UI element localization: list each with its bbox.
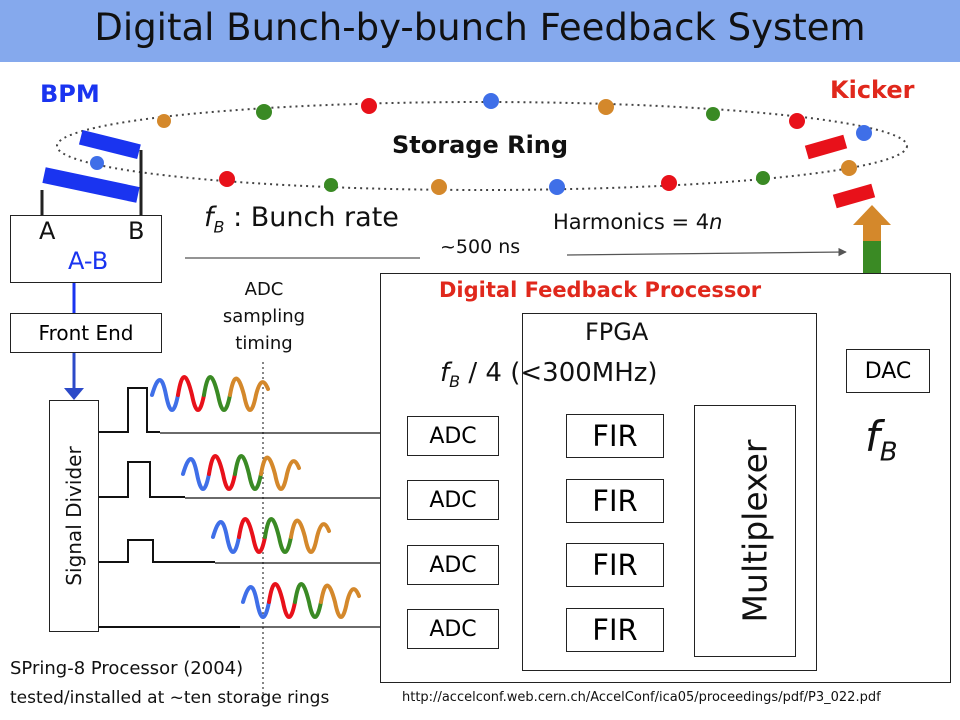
fir-label: FIR <box>592 419 638 453</box>
bunch-dot <box>90 156 104 170</box>
fir-label: FIR <box>592 484 638 518</box>
harmonics-var: n <box>709 210 723 234</box>
bunch-dots <box>90 93 872 195</box>
footer-line-2: tested/installed at ~ten storage rings <box>10 688 330 708</box>
adc-timing-line-1: ADC <box>244 279 284 300</box>
bpm-electrodes <box>40 129 143 216</box>
fb-symbol: f <box>204 202 214 233</box>
fir-box-2: FIR <box>566 479 664 523</box>
bunch-waves <box>150 375 361 619</box>
adc-label: ADC <box>429 487 477 513</box>
channel-pulses <box>98 387 405 632</box>
a-minus-b-label: A-B <box>68 247 109 275</box>
fir-label: FIR <box>592 613 638 647</box>
kicker-electrodes <box>804 134 876 209</box>
adc-timing-line-3: timing <box>235 333 293 354</box>
fpga-fb-subscript: B <box>449 372 461 392</box>
harmonics-text: Harmonics = 4 <box>553 210 710 234</box>
bunch-dot <box>219 171 235 187</box>
fpga-label: FPGA <box>585 318 649 346</box>
bunch-dot <box>841 160 857 176</box>
bunch-dot <box>549 179 565 195</box>
multiplexer-label: Multiplexer <box>735 439 775 623</box>
adc-timing-line-2: sampling <box>222 306 306 327</box>
bunch-dot <box>431 179 447 195</box>
bpm-b-label: B <box>128 217 145 245</box>
fpga-rate-text: / 4 (<300MHz) <box>460 358 658 388</box>
fb-output-subscript: B <box>879 437 898 468</box>
signal-divider-box: Signal Divider <box>49 400 99 632</box>
dac-label: DAC <box>864 358 912 384</box>
front-end-box: Front End <box>10 313 162 353</box>
adc-label: ADC <box>429 423 477 449</box>
bunch-dot <box>157 114 171 128</box>
adc-box-4: ADC <box>407 609 499 649</box>
page-title: Digital Bunch-by-bunch Feedback System <box>94 6 866 49</box>
front-end-label: Front End <box>38 321 134 345</box>
bunch-dot <box>856 125 872 141</box>
adc-box-2: ADC <box>407 480 499 520</box>
bunch-dot <box>661 175 677 191</box>
adc-box-3: ADC <box>407 545 499 585</box>
bunch-dot <box>706 107 720 121</box>
dac-box: DAC <box>846 349 930 393</box>
bunch-rate-label: fB : Bunch rate <box>204 202 399 236</box>
storage-ring-label: Storage Ring <box>392 131 569 159</box>
bpm-label: BPM <box>40 80 100 108</box>
title-bar: Digital Bunch-by-bunch Feedback System <box>0 0 960 62</box>
bpm-a-label: A <box>39 217 56 245</box>
bunch-dot <box>598 99 614 115</box>
fir-box-4: FIR <box>566 608 664 652</box>
delay-arrow <box>566 247 847 257</box>
adc-timing-label: ADC sampling timing <box>218 276 310 357</box>
adc-box-1: ADC <box>407 416 499 456</box>
bunch-dot <box>256 104 272 120</box>
dfp-label: Digital Feedback Processor <box>439 278 762 302</box>
adc-label: ADC <box>429 552 477 578</box>
bunch-dot <box>324 178 338 192</box>
multiplexer-box: Multiplexer <box>694 405 796 657</box>
bunch-dot <box>789 113 805 129</box>
storage-ring-orbit <box>56 101 908 191</box>
fir-box-3: FIR <box>566 543 664 587</box>
delay-label: ~500 ns <box>440 236 521 258</box>
fb-output-label: fB <box>865 412 898 467</box>
fpga-rate-label: fB / 4 (<300MHz) <box>440 358 658 391</box>
bpm-box: A B A-B <box>10 215 162 283</box>
source-url[interactable]: http://accelconf.web.cern.ch/AccelConf/i… <box>402 690 881 705</box>
footer-line-1: SPring-8 Processor (2004) <box>10 658 244 679</box>
adc-label: ADC <box>429 616 477 642</box>
fir-box-1: FIR <box>566 414 664 458</box>
bunch-dot <box>361 98 377 114</box>
fb-output-symbol: f <box>865 412 880 461</box>
fir-label: FIR <box>592 548 638 582</box>
bunch-rate-text: : Bunch rate <box>224 202 399 233</box>
bunch-dot <box>756 171 770 185</box>
fb-subscript: B <box>213 217 225 237</box>
fpga-fb-symbol: f <box>440 358 450 388</box>
kicker-label: Kicker <box>830 76 915 104</box>
signal-divider-label: Signal Divider <box>62 446 86 586</box>
bunch-dot <box>483 93 499 109</box>
harmonics-label: Harmonics = 4n <box>553 210 722 234</box>
